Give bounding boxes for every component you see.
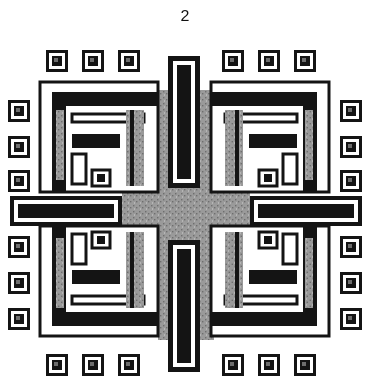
token-top-6: [294, 50, 316, 72]
left-middle-bar-core: [18, 204, 114, 218]
quadrant-stipple-column: [305, 110, 313, 180]
top-center-bar-core: [177, 65, 191, 179]
token-grain: [230, 58, 234, 62]
token-left-5: [8, 272, 30, 294]
token-grain: [348, 316, 352, 320]
token-right-5: [340, 272, 362, 294]
quadrant-stipple-column: [56, 110, 64, 180]
quadrant-inner-arm: [72, 270, 120, 284]
token-grain: [302, 58, 306, 62]
quadrant-inner-square-dot: [97, 236, 105, 244]
right-middle-bar-core: [258, 204, 354, 218]
quadrant-inner-line-2: [283, 234, 297, 264]
quadrant-inner-square-dot: [264, 236, 272, 244]
token-grain: [16, 316, 20, 320]
quadrant-stipple-strip: [225, 110, 243, 186]
quadrant-stipple-column: [56, 238, 64, 308]
token-right-6: [340, 308, 362, 330]
token-grain: [16, 108, 20, 112]
token-bottom-6: [294, 354, 316, 376]
quadrant-inner-square-dot: [97, 174, 105, 182]
token-right-2: [340, 136, 362, 158]
quadrant-top-arm: [52, 92, 158, 106]
quadrant-stipple-strip: [126, 232, 144, 308]
token-right-4: [340, 236, 362, 258]
token-grain: [126, 58, 130, 62]
token-grain: [230, 362, 234, 366]
token-grain: [54, 58, 58, 62]
token-right-3: [340, 170, 362, 192]
token-top-2: [82, 50, 104, 72]
token-grain: [54, 362, 58, 366]
quadrant-top-arm: [211, 92, 317, 106]
quadrant-inner-line-2: [72, 234, 86, 264]
token-right-1: [340, 100, 362, 122]
token-top-5: [258, 50, 280, 72]
central-motif: [10, 56, 362, 372]
quadrant-inner-arm: [249, 134, 297, 148]
token-grain: [266, 362, 270, 366]
token-bottom-4: [222, 354, 244, 376]
token-grain: [348, 108, 352, 112]
token-grain: [16, 244, 20, 248]
quadrant-stipple-strip: [225, 232, 243, 308]
quadrant-stipple-strip: [126, 110, 144, 186]
quadrant-bottom-right: [211, 226, 329, 336]
token-left-2: [8, 136, 30, 158]
token-bottom-2: [82, 354, 104, 376]
token-grain: [348, 144, 352, 148]
quadrant-top-right: [211, 82, 329, 192]
quadrant-inner-arm: [249, 270, 297, 284]
token-grain: [16, 144, 20, 148]
quadrant-inner-square-dot: [264, 174, 272, 182]
quadrant-inner-divider: [130, 110, 134, 186]
quadrant-inner-divider: [130, 232, 134, 308]
token-grain: [302, 362, 306, 366]
token-grain: [348, 244, 352, 248]
quadrant-inner-divider: [235, 232, 239, 308]
token-left-4: [8, 236, 30, 258]
quadrant-stipple-column: [305, 238, 313, 308]
token-grain: [16, 280, 20, 284]
token-grain: [90, 58, 94, 62]
token-grain: [348, 280, 352, 284]
token-left-6: [8, 308, 30, 330]
quadrant-inner-arm: [72, 134, 120, 148]
token-grain: [90, 362, 94, 366]
token-bottom-1: [46, 354, 68, 376]
quadrant-inner-line-2: [72, 154, 86, 184]
quadrant-top-arm: [211, 312, 317, 326]
quadrant-top-left: [40, 82, 158, 192]
token-grain: [16, 178, 20, 182]
bottom-center-bar-core: [177, 249, 191, 363]
token-left-1: [8, 100, 30, 122]
quadrant-inner-divider: [235, 110, 239, 186]
token-grain: [266, 58, 270, 62]
token-bottom-5: [258, 354, 280, 376]
quadrant-top-arm: [52, 312, 158, 326]
token-top-4: [222, 50, 244, 72]
token-bottom-3: [118, 354, 140, 376]
token-top-3: [118, 50, 140, 72]
token-top-1: [46, 50, 68, 72]
quadrant-bottom-left: [40, 226, 158, 336]
token-grain: [126, 362, 130, 366]
token-left-3: [8, 170, 30, 192]
quadrant-inner-line-2: [283, 154, 297, 184]
token-grain: [348, 178, 352, 182]
